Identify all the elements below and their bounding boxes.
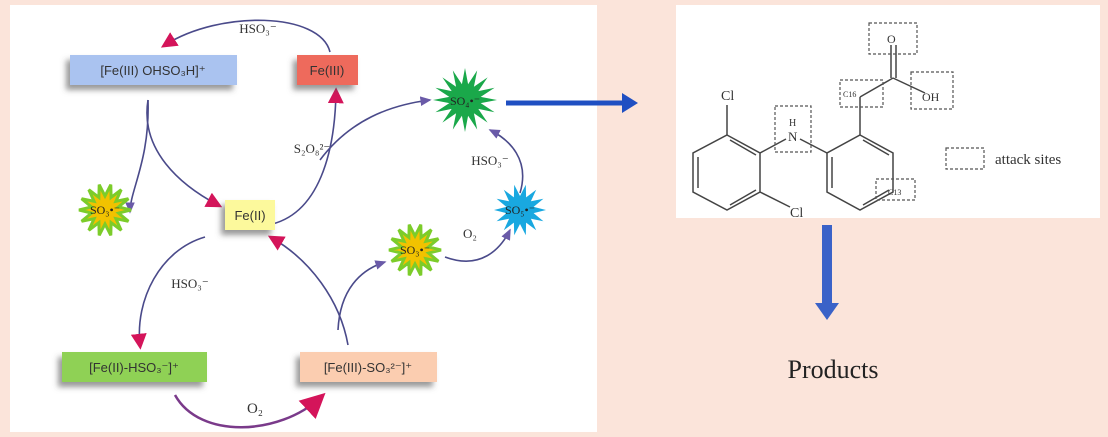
attack-site-boxes [774,22,985,201]
so5-radical-label: SO₅•⁻ [505,203,535,217]
fe3-label: Fe(III) [310,63,345,78]
so4-radical-star [433,68,497,132]
fe2-hso3-label: [Fe(II)-HSO₃⁻]⁺ [89,360,179,375]
c-side-label: C16 [843,90,856,99]
hso3-top-label: HSO₃⁻ [239,21,276,36]
fe3-ohso3h-label: [Fe(III) OHSO₃H]⁺ [100,63,205,78]
hso3-left-label: HSO₃⁻ [171,276,208,291]
fe3-so3-box [300,352,437,382]
fe2-box [225,200,275,230]
legend-label: attack sites [995,152,1061,168]
fe3-ohso3h-box [70,55,237,85]
molecule-panel [676,5,1100,218]
fe3-so3-label: [Fe(III)-SO₃²⁻]⁺ [324,360,412,375]
o2-right-label: O₂ [463,226,477,241]
down-arrow-shaft [822,225,832,305]
so3-radical-left-star [78,184,132,236]
cl-top-label: Cl [721,89,734,104]
flow-arrows [506,93,839,320]
so5-radical-star [494,184,546,236]
hso3-right-label: HSO₃⁻ [471,153,508,168]
right-arrow-head [622,93,638,113]
oh-label: OH [922,90,940,104]
so4-radical-label: SO₄•⁻ [450,94,480,108]
cl-bottom-label: Cl [790,206,803,221]
down-arrow-head [815,303,839,320]
o-label: O [887,32,896,46]
fe2-hso3-box [62,352,207,382]
fe2-label: Fe(II) [234,208,265,223]
so3-radical-right-label: SO₃•⁻ [400,243,430,257]
legend-box [945,147,985,170]
fe3-box [297,55,358,85]
so3-radical-left-label: SO₃•⁻ [90,203,120,217]
s2o8-label: S₂O₈²⁻ [294,141,330,156]
so3-radical-right-star [388,224,442,276]
o2-bottom-label: O₂ [247,401,263,417]
c-ring-label: C13 [888,188,901,197]
products-label: Products [788,355,879,384]
reaction-curves [125,19,524,429]
h-label: H [789,118,796,129]
n-label: N [788,129,798,144]
radical-stars [78,68,546,276]
